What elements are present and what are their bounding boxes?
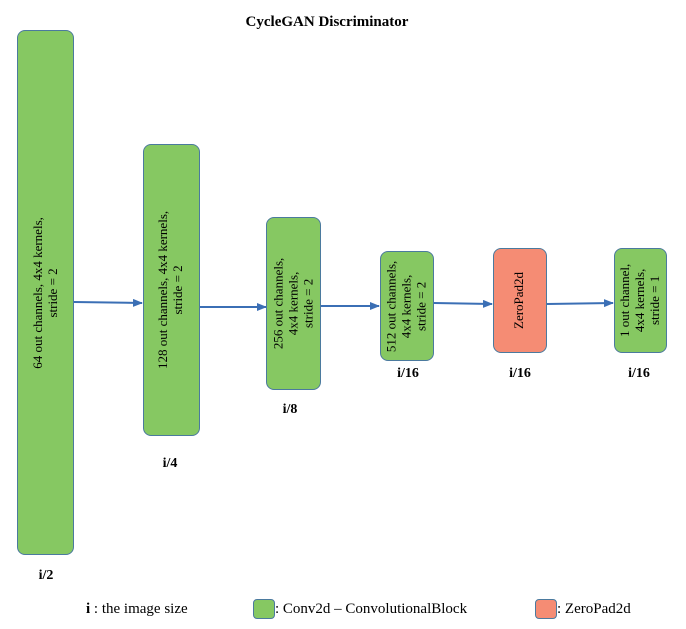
size-label-4: i/16 (397, 366, 419, 381)
legend-conv-swatch (253, 599, 275, 619)
arrow-4 (433, 299, 493, 308)
block-label: 1 out channel, 4x4 kernels, stride = 1 (617, 263, 662, 338)
conv-block-512: 512 out channels, 4x4 kernels, stride = … (380, 251, 434, 361)
legend-pad-swatch (535, 599, 557, 619)
legend-pad-text: : ZeroPad2d (557, 600, 631, 617)
legend-i-symbol: i (86, 600, 91, 617)
legend-pad: : ZeroPad2d (535, 596, 631, 622)
size-label-5: i/16 (509, 366, 531, 381)
size-label-6: i/16 (628, 366, 650, 381)
block-label: 128 out channels, 4x4 kernels, stride = … (155, 210, 186, 370)
arrow-1 (73, 298, 143, 307)
arrow-5 (546, 299, 614, 308)
size-label-3: i/8 (282, 402, 298, 417)
conv-block-128: 128 out channels, 4x4 kernels, stride = … (143, 144, 200, 436)
legend-conv: : Conv2d – ConvolutionalBlock (253, 596, 467, 622)
block-label: 64 out channels, 4x4 kernels, stride = 2 (29, 216, 60, 369)
size-label-2: i/4 (162, 456, 178, 471)
legend-image-size: i : the image size (86, 596, 188, 622)
conv-block-256: 256 out channels, 4x4 kernels, stride = … (266, 217, 321, 390)
diagram-title: CycleGAN Discriminator (245, 14, 409, 30)
block-label: ZeroPad2d (511, 271, 527, 330)
conv-block-64: 64 out channels, 4x4 kernels, stride = 2 (17, 30, 74, 555)
legend-conv-text: : Conv2d – ConvolutionalBlock (275, 600, 468, 617)
block-label: 256 out channels, 4x4 kernels, stride = … (270, 257, 315, 350)
zeropad-block: ZeroPad2d (493, 248, 547, 353)
conv-block-1: 1 out channel, 4x4 kernels, stride = 1 (614, 248, 667, 353)
block-label: 512 out channels, 4x4 kernels, stride = … (383, 260, 429, 352)
legend-image-size-text: : the image size (90, 600, 188, 617)
size-label-1: i/2 (38, 568, 54, 583)
